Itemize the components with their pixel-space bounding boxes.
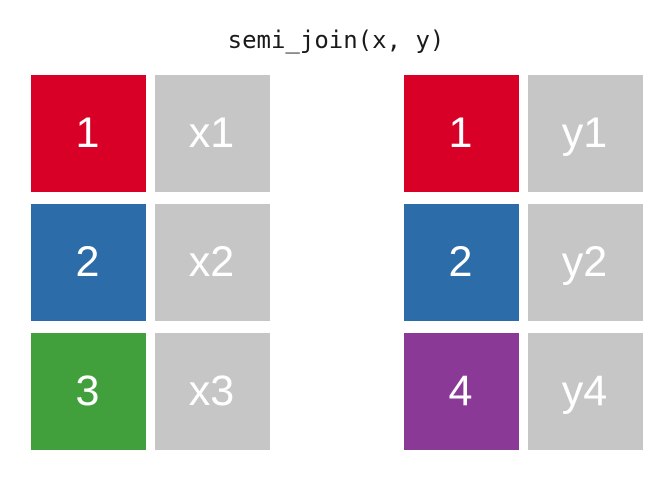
value-cell-label: x2 [188,238,235,286]
value-cell-label: x3 [188,367,235,415]
key-cell: 1 [31,75,146,192]
value-cell-label: y2 [561,238,608,286]
table-row: 2 y2 [404,204,643,321]
key-cell-label: 1 [75,109,100,157]
key-cell: 4 [404,333,519,450]
key-cell: 2 [31,204,146,321]
key-cell-label: 2 [448,238,473,286]
value-cell: x3 [155,333,270,450]
table-row: 1 y1 [404,75,643,192]
figure-title: semi_join(x, y) [227,26,445,54]
table-row: 4 y4 [404,333,643,450]
table-row: 1 x1 [31,75,270,192]
key-cell-label: 4 [448,367,473,415]
key-cell: 1 [404,75,519,192]
key-cell-label: 3 [75,367,100,415]
value-cell: x2 [155,204,270,321]
table-row: 2 x2 [31,204,270,321]
value-cell: y4 [528,333,643,450]
key-cell: 2 [404,204,519,321]
table-x: 1 x1 2 x2 3 x3 [31,75,270,450]
key-cell-label: 1 [448,109,473,157]
value-cell-label: y1 [561,109,608,157]
value-cell-label: x1 [188,109,235,157]
value-cell: y2 [528,204,643,321]
key-cell: 3 [31,333,146,450]
table-row: 3 x3 [31,333,270,450]
table-y: 1 y1 2 y2 4 y4 [404,75,643,450]
value-cell: x1 [155,75,270,192]
value-cell: y1 [528,75,643,192]
value-cell-label: y4 [561,367,608,415]
key-cell-label: 2 [75,238,100,286]
